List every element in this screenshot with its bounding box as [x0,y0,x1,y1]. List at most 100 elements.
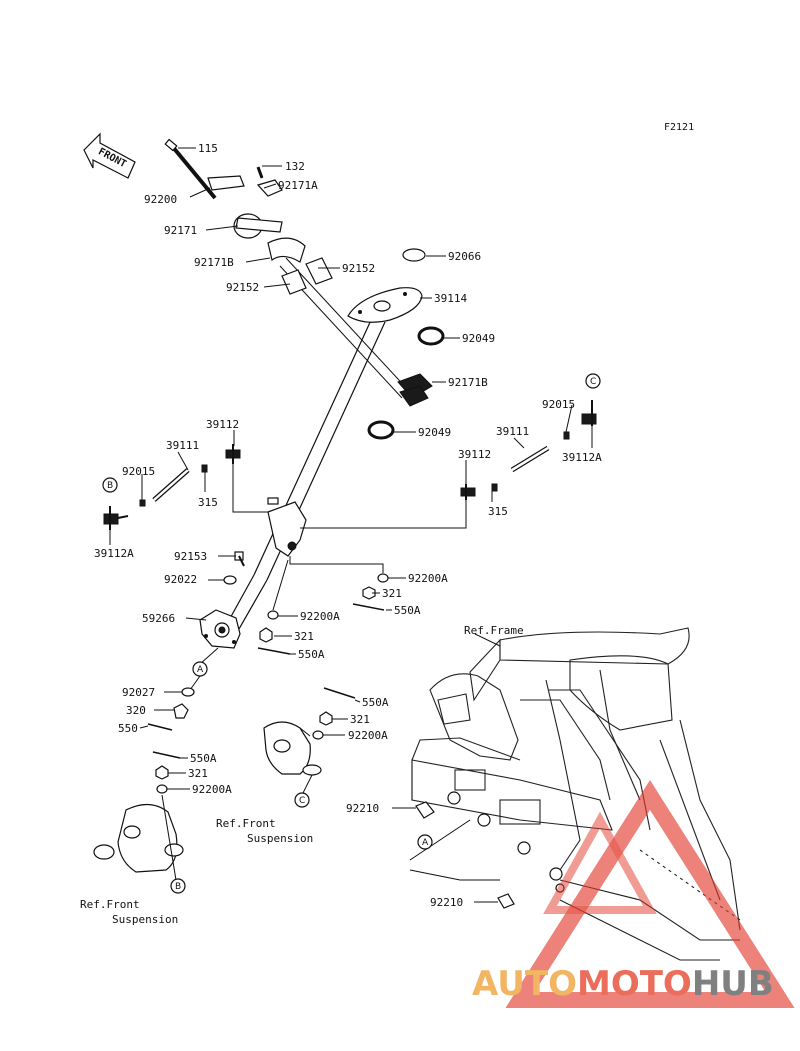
callout-b-knuckle: B [175,882,181,892]
ref-front-suspension-1-line1: Ref.Front [216,817,276,830]
tie-rod-left [103,444,241,530]
label-92152-upper: 92152 [342,262,375,275]
washer-92200a-2 [267,610,279,620]
pin-550 [147,723,173,731]
callout-circles: C B A C B A [102,373,601,894]
nut-321-3 [319,711,333,726]
oring-92049-lower [367,420,395,440]
label-39112a-right: 39112A [562,451,602,464]
leader-92200a-mid [272,559,289,611]
label-92066: 92066 [448,250,481,263]
leader-92200a-upper [289,556,384,573]
frame [411,627,741,961]
plate-92200 [207,175,245,191]
leader-b-knuckle [161,794,177,881]
pin-550a-1 [352,603,385,611]
leader-right-tierod [300,498,467,529]
pitman-arm [267,497,307,557]
label-92171: 92171 [164,224,197,237]
label-321-4: 321 [188,767,208,780]
label-92049-lower: 92049 [418,426,451,439]
leader-c-knuckle [302,774,313,794]
label-92200a-3: 92200A [348,729,388,742]
label-315-left: 315 [198,496,218,509]
label-550a-2: 550A [298,648,325,661]
watermark-moto: MOTO [577,964,692,1004]
label-132: 132 [285,160,305,173]
label-59266: 59266 [142,612,175,625]
label-92200a-1: 92200A [408,572,448,585]
label-92015-right: 92015 [542,398,575,411]
label-321-3: 321 [350,713,370,726]
front-arrow-icon: FRONT [83,132,136,179]
watermark-logo: AUTOMOTOHUB [472,780,795,1008]
label-92171b-lower: 92171B [448,376,488,389]
label-92153: 92153 [174,550,207,563]
callout-b-left: B [107,481,113,491]
nut-321-2 [259,627,273,643]
collar-92171b-upper [267,237,306,263]
leader-left-tierod [232,462,268,513]
label-550a-1: 550A [394,604,421,617]
knuckle-left [93,803,184,873]
washer-92022 [223,575,237,585]
callout-c-top: C [590,377,596,387]
label-92049-upper: 92049 [462,332,495,345]
pin-550a-3 [323,687,356,699]
label-92200a-4: 92200A [192,783,232,796]
nut-321-4 [155,765,169,780]
diagram-code: F2121 [664,122,694,133]
label-92152-lower: 92152 [226,281,259,294]
knuckle-right [263,721,322,776]
label-320: 320 [126,704,146,717]
label-92027: 92027 [122,686,155,699]
housing-59266 [199,609,241,649]
label-550a-3: 550A [362,696,389,709]
bushing-92152-a [305,257,333,285]
label-92022: 92022 [164,573,197,586]
label-550: 550 [118,722,138,735]
washer-92027 [181,687,195,697]
nut-92210-2 [497,893,515,909]
leader-a-frame-1 [409,819,471,861]
clip-92171 [235,217,283,233]
bolt-132 [256,166,264,179]
label-92200a-2: 92200A [300,610,340,623]
reference-labels: Ref.Frame Ref.Front Suspension Ref.Front… [80,624,524,926]
label-39111-left: 39111 [166,439,199,452]
label-315-right: 315 [488,505,508,518]
nut-320 [173,703,189,719]
label-321-2: 321 [294,630,314,643]
label-39112-left: 39112 [206,418,239,431]
washer-92200a-4 [156,784,168,794]
tie-rod-right [460,400,597,500]
collar-92171b-lower [397,373,433,407]
part-number-labels: 115 132 92200 92171A 92171 92171B 92152 … [94,142,602,909]
label-92015-left: 92015 [122,465,155,478]
oring-92049-upper [417,326,445,346]
nut-321-1 [362,586,376,600]
label-92210-1: 92210 [346,802,379,815]
callout-a-frame: A [422,838,429,848]
label-39112a-left: 39112A [94,547,134,560]
label-550a-4: 550A [190,752,217,765]
label-92171b-upper: 92171B [194,256,234,269]
label-92210-2: 92210 [430,896,463,909]
cap-92066 [402,248,426,262]
watermark-triangle-icon [505,780,795,1008]
pin-550a-2 [257,647,291,655]
bearing-plate-39114 [347,287,423,323]
ref-front-suspension-2-line2: Suspension [112,913,178,926]
label-leaders [109,147,593,903]
leader-a-shaft [199,647,219,665]
svg-text:AUTOMOTOHUB: AUTOMOTOHUB [472,964,774,1004]
pin-550a-4 [152,751,181,759]
ref-front-suspension-2-line1: Ref.Front [80,898,140,911]
nut-92210-1 [415,801,435,819]
label-39111-right: 39111 [496,425,529,438]
label-92171a: 92171A [278,179,318,192]
label-321-1: 321 [382,587,402,600]
washer-92200a-1 [377,573,389,583]
